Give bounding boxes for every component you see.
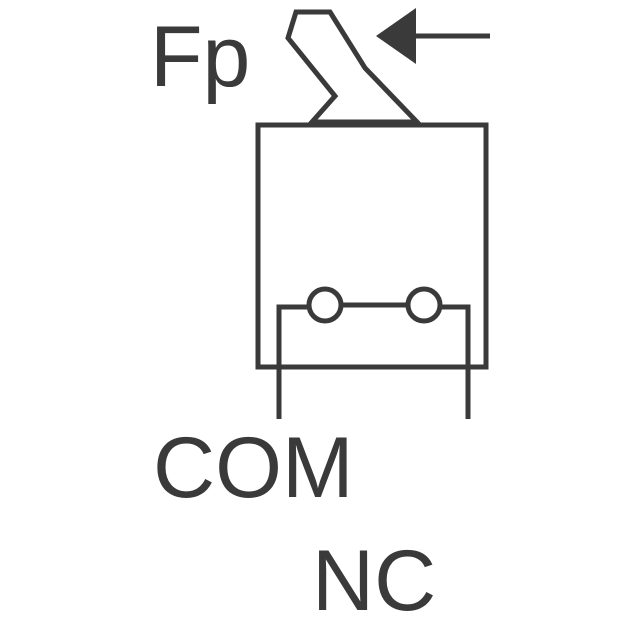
left-arrow-icon (376, 8, 416, 64)
contact-circuit-right (441, 304, 471, 419)
com-terminal-label: COM (153, 420, 354, 516)
switch-housing (255, 122, 489, 370)
nc-terminal-label: NC (312, 533, 437, 629)
contact-circuit (276, 304, 308, 419)
contact-left-icon (306, 286, 344, 324)
contact-right-icon (405, 286, 443, 324)
force-label: Fp (150, 9, 251, 105)
lever-actuator (285, 9, 423, 125)
